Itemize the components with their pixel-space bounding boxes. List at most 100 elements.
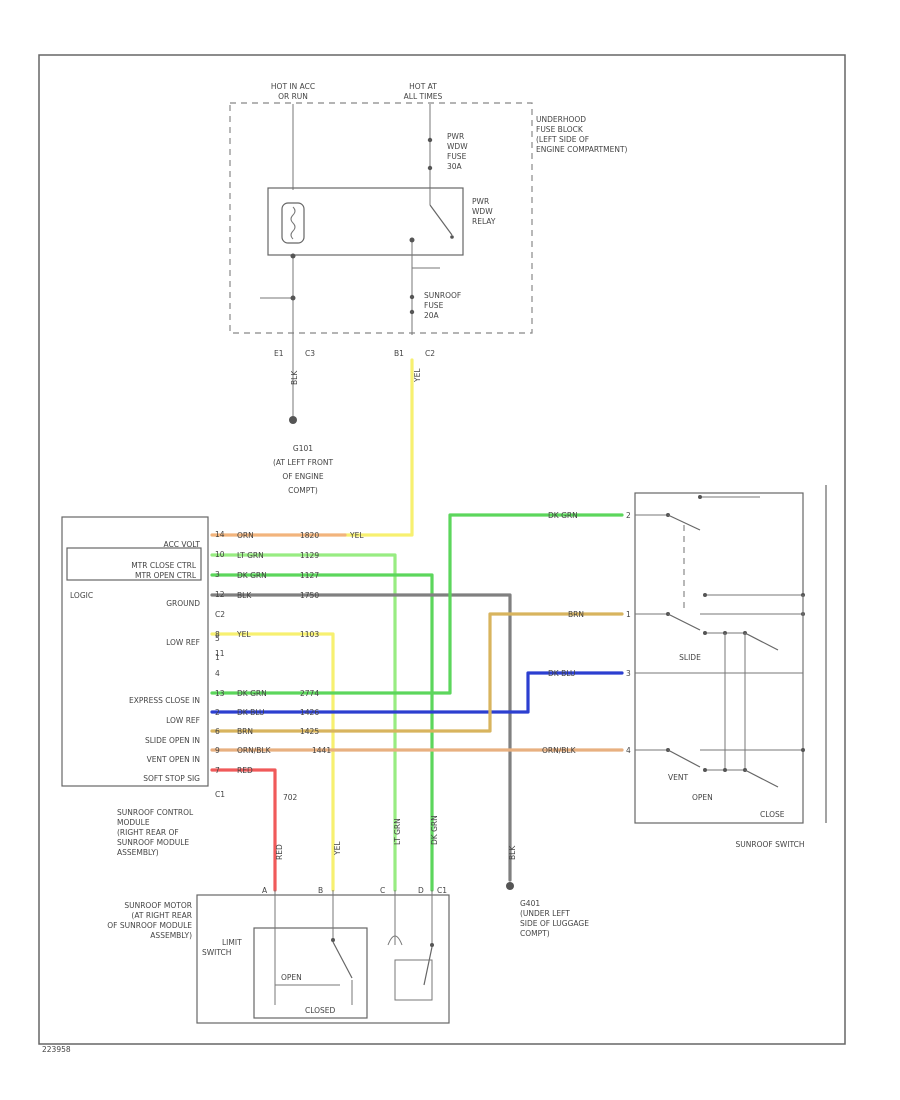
sunroof-motor: A B C D C1 SUNROOF MOTOR (AT RIGHT REAR … xyxy=(107,886,450,1024)
vent-rail-dot xyxy=(801,748,805,752)
motor-box xyxy=(196,894,450,1024)
relay-coil-winding xyxy=(290,206,296,240)
wire-dk-blu-circuit: 1426 xyxy=(300,708,319,717)
hot-at-all-times-line1: HOT AT xyxy=(409,82,437,91)
express-contact-dot-b xyxy=(698,495,702,499)
motor-coil xyxy=(387,935,403,946)
module-row-mtr-open: MTR OPEN CTRL xyxy=(135,571,197,580)
fuse-block-label-3: (LEFT SIDE OF xyxy=(536,135,589,144)
wire-yel-low-ref-vlabel: YEL xyxy=(333,841,342,856)
switch-slide-label: SLIDE xyxy=(679,653,701,662)
limit-open-label: OPEN xyxy=(281,973,302,982)
express-contact-arm xyxy=(667,514,701,531)
sunroof-fuse-bottom xyxy=(409,309,415,315)
switch-pin-1: 1 xyxy=(626,610,631,619)
limit-contact-dot xyxy=(331,938,335,942)
conn-c2: C2 xyxy=(425,349,435,358)
switch-box xyxy=(634,492,804,824)
module-pin-2: 2 xyxy=(215,708,220,717)
module-pin-7: 7 xyxy=(215,766,220,775)
conn-e1: E1 xyxy=(274,349,284,358)
wire-blk-ground xyxy=(210,593,512,882)
module-logic-box xyxy=(66,547,202,581)
slide-bus-dot-1 xyxy=(703,631,707,635)
motor-pin-b: B xyxy=(318,886,323,895)
wire-orn-acc-circuit: 1820 xyxy=(300,531,319,540)
motor-pin-c: C xyxy=(380,886,385,895)
limit-switch-label-1: LIMIT xyxy=(222,938,242,947)
pwr-wdw-fuse-4: 30A xyxy=(447,162,463,171)
module-logic-label: LOGIC xyxy=(70,591,93,600)
motor-pin-a: A xyxy=(262,886,268,895)
module-row-ground: GROUND xyxy=(166,599,200,608)
wire-lt-grn-vlabel: LT GRN xyxy=(393,818,402,845)
module-row-soft-stop: SOFT STOP SIG xyxy=(143,774,200,783)
module-label-2: MODULE xyxy=(117,818,150,827)
wire-dk-grn-express xyxy=(210,513,624,695)
fuse-block-label-1: UNDERHOOD xyxy=(536,115,586,124)
module-pin-9: 9 xyxy=(215,746,220,755)
switch-close-label: CLOSE xyxy=(760,810,785,819)
coil-relay-dot xyxy=(290,253,296,259)
module-row-mtr-close: MTR CLOSE CTRL xyxy=(131,561,197,570)
wire-lt-grn xyxy=(210,553,397,892)
underhood-fuse-block: HOT IN ACC OR RUN HOT AT ALL TIMES UNDER… xyxy=(229,82,628,358)
wire-brn-label: BRN xyxy=(237,727,253,736)
pwr-wdw-fuse-3: FUSE xyxy=(447,152,467,161)
wire-dk-grn-express-label: DK GRN xyxy=(237,689,267,698)
sunroof-fuse-2: FUSE xyxy=(424,301,444,310)
wire-orn-acc-label: ORN xyxy=(237,531,254,540)
wire-dk-blu xyxy=(210,671,624,714)
g401-loc-3: COMPT) xyxy=(520,929,550,938)
hot-in-acc-line1: HOT IN ACC xyxy=(271,82,315,91)
pwr-wdw-fuse-1: PWR xyxy=(447,132,464,141)
switch-pin-2: 2 xyxy=(626,511,631,520)
coil-branch-dot xyxy=(290,295,296,301)
sunroof-fuse-top xyxy=(409,294,415,300)
g101-loc-3: COMPT) xyxy=(288,486,318,495)
module-box xyxy=(61,516,209,787)
conn-c3: C3 xyxy=(305,349,315,358)
motor-label-4: ASSEMBLY) xyxy=(150,931,192,940)
module-row-low-ref-1: LOW REF xyxy=(166,638,200,647)
module-pin-4: 4 xyxy=(215,669,220,678)
module-conn-c2: C2 xyxy=(215,610,225,619)
fuse-block-label-4: ENGINE COMPARTMENT) xyxy=(536,145,628,154)
switch-open-label: OPEN xyxy=(692,793,713,802)
module-row-slide-open: SLIDE OPEN IN xyxy=(145,736,200,745)
relay-contact-arm xyxy=(429,204,453,236)
module-pin-14: 14 xyxy=(215,530,225,539)
module-row-vent-open: VENT OPEN IN xyxy=(147,755,200,764)
module-label-5: ASSEMBLY) xyxy=(117,848,159,857)
module-row-low-ref-2: LOW REF xyxy=(166,716,200,725)
vent-contact-arm-1 xyxy=(667,749,701,768)
fuse-terminal-top xyxy=(427,137,433,143)
diagram-frame xyxy=(38,54,846,1045)
wire-dk-grn-vlabel: DK GRN xyxy=(430,815,439,845)
wire-blk-g101-label: BLK xyxy=(290,370,299,385)
switch-label: SUNROOF SWITCH xyxy=(736,840,805,849)
sunroof-switch: 2 1 3 4 SLIDE xyxy=(626,485,827,849)
vent-contact-arm-2 xyxy=(744,769,779,788)
g401-label: G401 xyxy=(520,899,540,908)
pwr-wdw-relay-box xyxy=(267,187,464,256)
module-label-3: (RIGHT REAR OF xyxy=(117,828,179,837)
fuse-block-label-2: FUSE BLOCK xyxy=(536,125,584,134)
vent-bus-dot-2 xyxy=(723,768,727,772)
switch-pin-3: 3 xyxy=(626,669,631,678)
motor-label-3: OF SUNROOF MODULE xyxy=(107,921,192,930)
relay-output-dot xyxy=(409,237,415,243)
wire-red-vlabel: RED xyxy=(275,844,284,860)
module-pin-5: 5 xyxy=(215,634,220,643)
wire-lt-grn-circuit: 1129 xyxy=(300,551,319,560)
wire-brn-circuit: 1425 xyxy=(300,727,319,736)
module-label-4: SUNROOF MODULE xyxy=(117,838,189,847)
wire-blk-ground-circuit: 1750 xyxy=(300,591,319,600)
module-pin-1: 1 xyxy=(215,653,220,662)
wire-brn-switch-label: BRN xyxy=(568,610,584,619)
wire-yel-low-ref-circuit: 1103 xyxy=(300,630,319,639)
pwr-wdw-fuse-2: WDW xyxy=(447,142,468,151)
module-pin-6: 6 xyxy=(215,727,220,736)
wire-red-label: RED xyxy=(237,766,253,775)
